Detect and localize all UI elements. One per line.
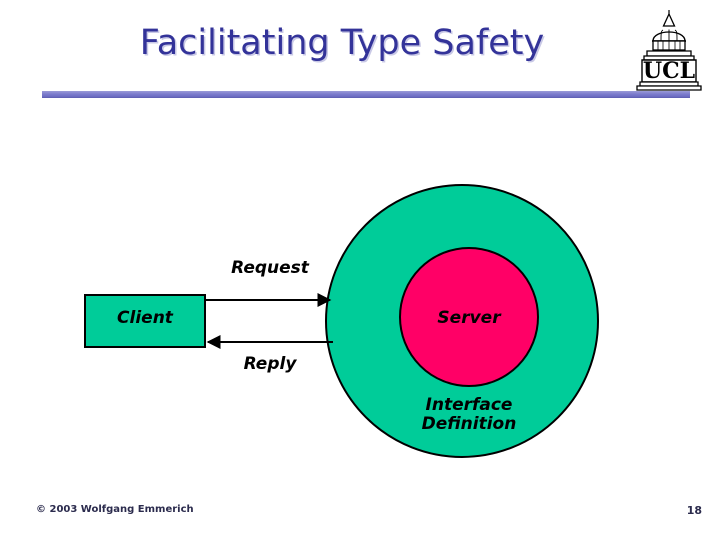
title-divider-highlight: [45, 98, 693, 100]
interface-definition-label-line2: Definition: [421, 414, 517, 435]
page-title: Facilitating Type Safety: [139, 23, 545, 63]
ucl-logo-text: UCL: [643, 58, 695, 84]
interface-definition-label: Interface Definition: [379, 395, 559, 435]
ucl-logo: UCL: [636, 10, 702, 91]
server-label: Server: [437, 308, 501, 328]
reply-label: Reply: [243, 354, 297, 374]
footer-copyright: © 2003 Wolfgang Emmerich: [36, 504, 194, 515]
page-number: 18: [686, 504, 702, 517]
request-label: Request: [231, 258, 309, 278]
title-divider-rule: [42, 91, 690, 98]
interface-definition-label-line1: Interface: [425, 395, 513, 415]
client-label: Client: [117, 308, 173, 328]
